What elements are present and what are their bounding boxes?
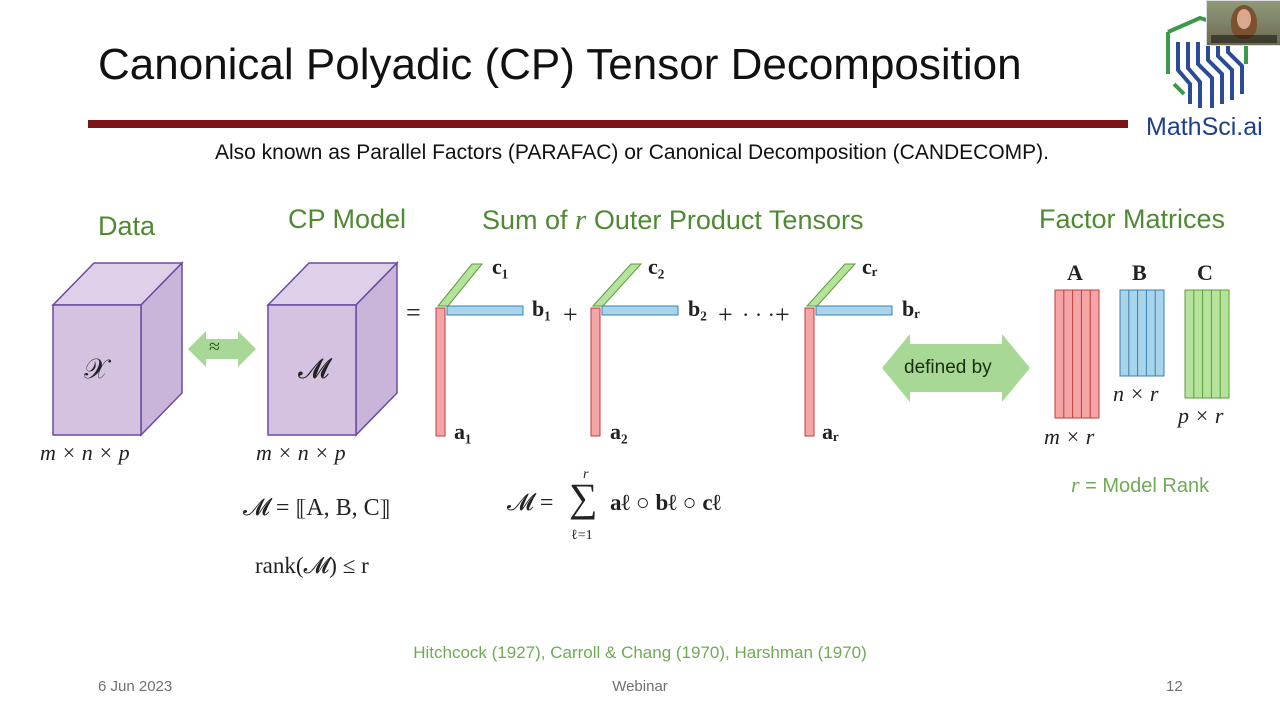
matrix-c-label: C <box>1197 260 1213 285</box>
plus-symbol-3: + <box>775 300 790 329</box>
citation: Hitchcock (1927), Carroll & Chang (1970)… <box>413 643 867 662</box>
heading-sum-prefix: Sum of <box>482 205 576 235</box>
webcam-thumbnail <box>1206 0 1280 46</box>
presenter-face <box>1237 9 1251 29</box>
matrix-a-icon <box>1054 289 1100 419</box>
heading-sum-outer: Sum of r Outer Product Tensors <box>482 204 863 237</box>
label-ar: aᵣ <box>822 419 839 444</box>
heading-factor-matrices: Factor Matrices <box>1039 204 1226 234</box>
matrix-a-dims: m × r <box>1044 424 1095 449</box>
title-rule <box>88 120 1128 128</box>
approx-symbol: ≈ <box>209 336 220 358</box>
model-rank-text: = Model Rank <box>1079 475 1210 497</box>
data-tensor-symbol: 𝒳 <box>84 354 109 385</box>
plus-symbol-2: + <box>718 300 733 329</box>
model-rank-note: r = Model Rank <box>1071 472 1209 498</box>
label-c2: c₂ <box>648 254 665 279</box>
heading-data: Data <box>98 211 156 241</box>
label-b1: b₁ <box>532 296 551 321</box>
equals-symbol: = <box>406 298 421 327</box>
heading-sum-suffix: Outer Product Tensors <box>586 205 864 235</box>
defined-by-label: defined by <box>904 357 992 378</box>
label-b2: b₂ <box>688 296 707 321</box>
presenter-name-strip <box>1211 35 1277 43</box>
matrix-c-icon <box>1184 289 1230 399</box>
outer-product-r <box>804 263 893 437</box>
label-br: bᵣ <box>902 296 920 321</box>
label-a1: a₁ <box>454 419 472 444</box>
plus-symbol-1: + <box>563 300 578 329</box>
label-cr: cᵣ <box>862 254 878 279</box>
outer-product-2 <box>590 263 679 437</box>
model-dims: m × n × p <box>256 440 346 465</box>
matrix-a-label: A <box>1067 260 1083 285</box>
label-a2: a₂ <box>610 419 628 444</box>
footer-page-number: 12 <box>1166 678 1183 695</box>
model-cube-icon <box>266 261 399 437</box>
model-tensor-symbol: 𝓜 <box>298 354 330 385</box>
formula-sum-lhs: 𝓜 = <box>507 490 554 516</box>
formula-sum-body: aℓ ○ bℓ ○ cℓ <box>610 490 722 515</box>
dots-symbol: · · · <box>742 302 775 327</box>
formula-sum-upper: r <box>583 467 589 482</box>
slide-title: Canonical Polyadic (CP) Tensor Decomposi… <box>98 40 1022 89</box>
outer-product-1 <box>435 263 524 437</box>
footer-date: 6 Jun 2023 <box>98 678 173 695</box>
defined-by-arrow-icon <box>882 334 1030 402</box>
matrix-b-icon <box>1119 289 1165 377</box>
data-cube-icon <box>51 261 184 437</box>
label-c1: c₁ <box>492 254 509 279</box>
slide-subtitle: Also known as Parallel Factors (PARAFAC)… <box>214 141 1050 164</box>
formula-sum-lower: ℓ=1 <box>571 528 593 543</box>
matrix-b-dims: n × r <box>1113 381 1159 406</box>
mathsci-logo-icon <box>1166 15 1248 108</box>
approx-arrow-icon <box>188 331 256 367</box>
formula-rank: rank(𝓜) ≤ r <box>255 553 369 578</box>
data-dims: m × n × p <box>40 440 130 465</box>
heading-sum-var: r <box>575 204 587 236</box>
formula-sum-sigma: ∑ <box>569 475 598 520</box>
matrix-c-dims: p × r <box>1178 403 1224 428</box>
formula-model-bracket: 𝓜 = ⟦A, B, C⟧ <box>243 495 391 521</box>
heading-cp-model: CP Model <box>288 204 407 234</box>
brand-name: MathSci.ai <box>1146 113 1263 141</box>
footer-event: Webinar <box>612 678 668 695</box>
matrix-b-label: B <box>1132 260 1147 285</box>
model-rank-var: r <box>1071 472 1080 497</box>
